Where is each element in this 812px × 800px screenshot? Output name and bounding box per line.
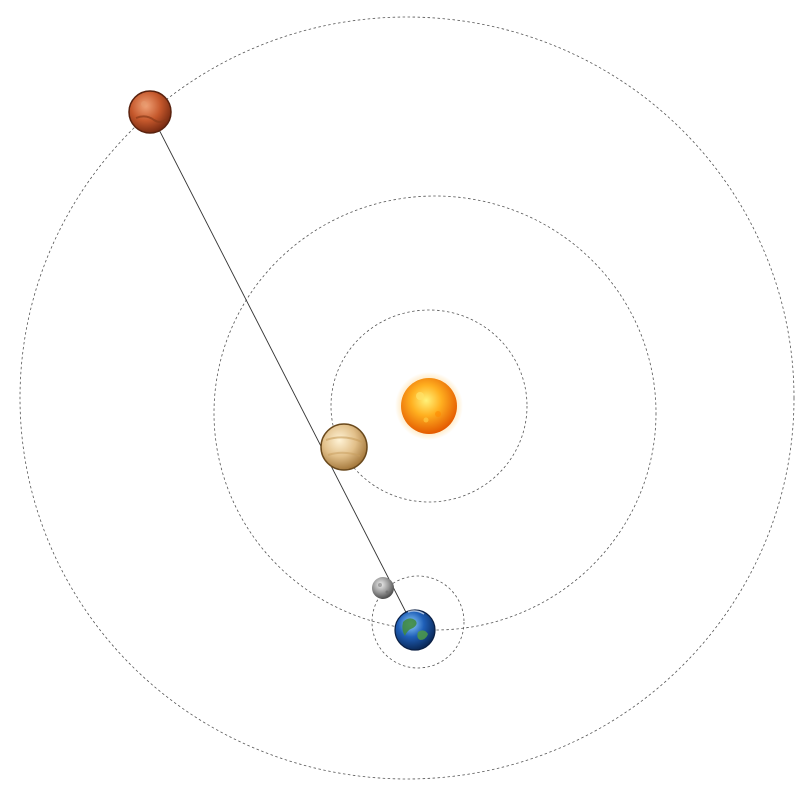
moon-icon bbox=[372, 577, 394, 599]
mercury-orbit bbox=[330, 309, 528, 503]
moon-orbit bbox=[371, 575, 465, 669]
mars-icon bbox=[128, 90, 172, 134]
sun-icon bbox=[395, 372, 463, 440]
venus-icon bbox=[320, 423, 368, 471]
venus-orbit bbox=[213, 195, 657, 631]
mars-orbit bbox=[19, 16, 795, 780]
mars-earth-line bbox=[149, 111, 416, 631]
earth-icon bbox=[394, 609, 436, 651]
